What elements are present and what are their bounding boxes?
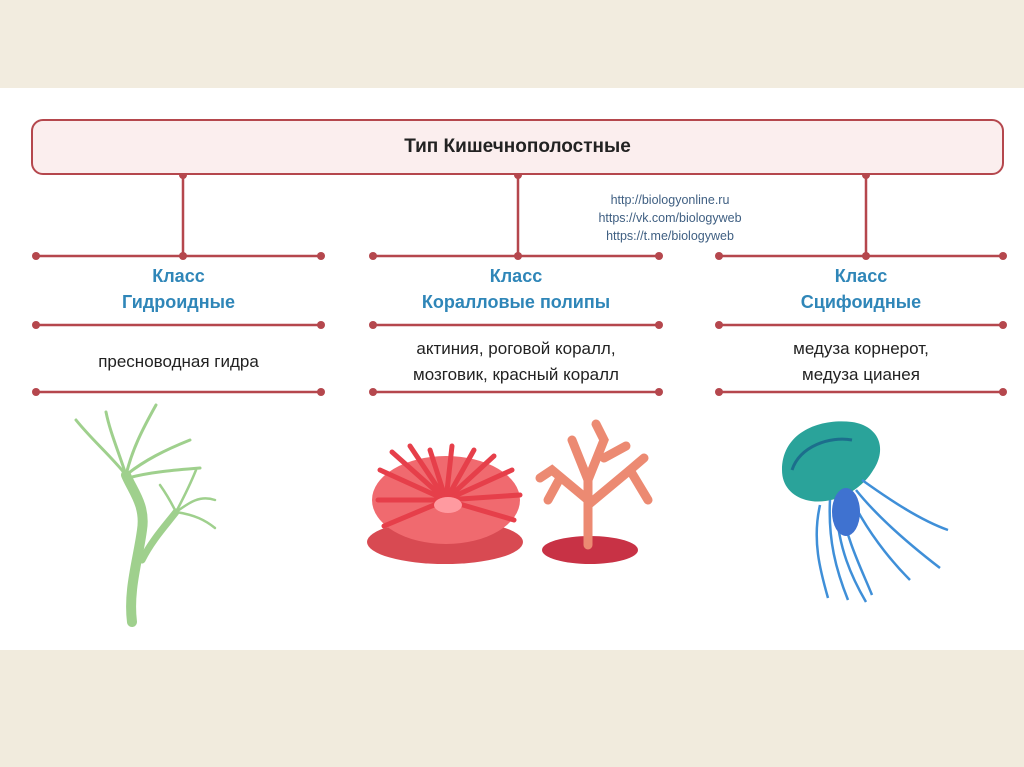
class-label: Класс	[152, 266, 205, 286]
class-name: Коралловые полипы	[421, 292, 611, 312]
class-label: Класс	[834, 266, 888, 286]
class-label: Класс	[489, 266, 543, 286]
jellyfish-illustration	[782, 421, 949, 603]
source-link[interactable]: https://t.me/biologyweb	[606, 229, 734, 243]
example-text: мозговик, красный коралл	[413, 365, 619, 384]
class-scyphozoa-examples: медуза корнерот, медуза цианея	[719, 336, 1003, 388]
example-text: пресноводная гидра	[98, 352, 259, 371]
class-hydrozoa-examples: пресноводная гидра	[36, 349, 321, 375]
class-scyphozoa-heading: Класс Сцифоидные	[719, 263, 1003, 315]
slide-area	[0, 88, 1024, 650]
top-band	[0, 0, 1024, 88]
diagram-title: Тип Кишечнополостные	[404, 136, 631, 157]
source-link[interactable]: http://biologyonline.ru	[610, 193, 730, 207]
example-text: медуза корнерот,	[793, 339, 929, 358]
bottom-band	[0, 650, 1024, 767]
class-name: Гидроидные	[122, 292, 235, 312]
source-link[interactable]: https://vk.com/biologyweb	[598, 211, 742, 225]
class-anthozoa-examples: актиния, роговой коралл, мозговик, красн…	[373, 336, 659, 388]
example-text: медуза цианея	[802, 365, 920, 384]
diagram-title-box: Тип Кишечнополостные	[31, 119, 1004, 175]
hydra-illustration	[74, 403, 217, 627]
red-coral-illustration	[535, 419, 653, 564]
example-text: актиния, роговой коралл,	[416, 339, 616, 358]
class-name: Сцифоидные	[800, 292, 922, 312]
class-hydrozoa-heading: Класс Гидроидные	[36, 263, 321, 315]
source-links: http://biologyonline.ru https://vk.com/b…	[560, 191, 780, 245]
sea-anemone-illustration	[367, 443, 523, 564]
class-anthozoa-heading: Класс Коралловые полипы	[373, 263, 659, 315]
